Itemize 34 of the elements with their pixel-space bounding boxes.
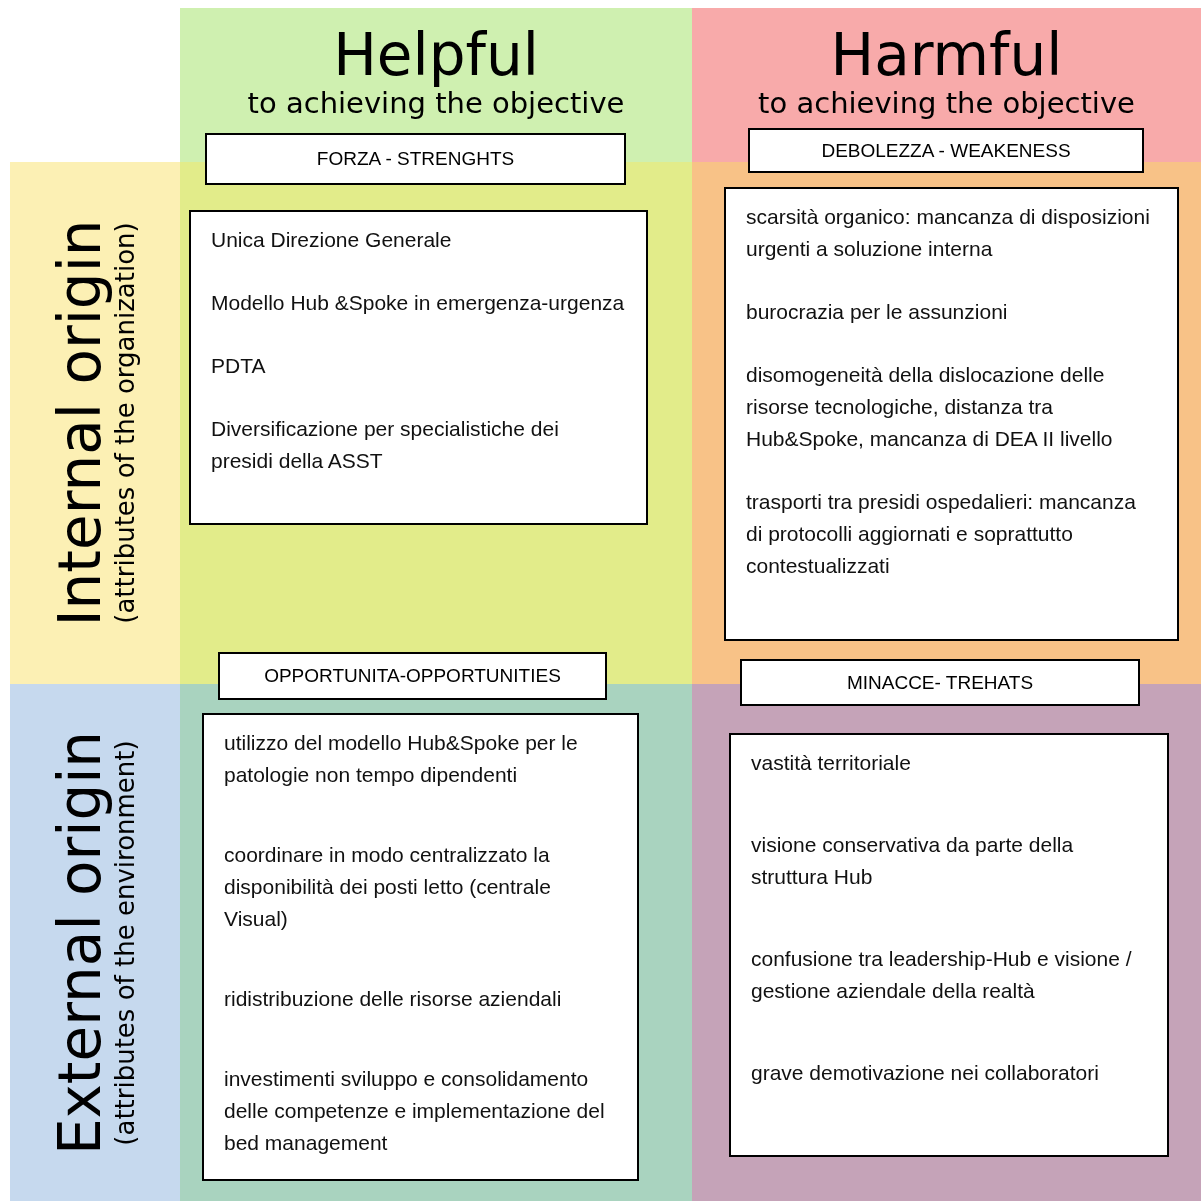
column-subheading: to achieving the objective: [247, 86, 625, 120]
list-item: Modello Hub &Spoke in emergenza-urgenza: [211, 290, 626, 316]
quadrant-title-box: FORZA - STRENGHTS: [205, 133, 626, 185]
quadrant-title-box: MINACCE- TREHATS: [740, 659, 1140, 706]
list-item: trasporti tra presidi ospedalieri: mancanza di protocolli aggiornati e soprattutto contestualizzati: [746, 489, 1137, 579]
list-item: burocrazia per le assunzioni: [746, 299, 1009, 325]
quadrant-text-box: [202, 713, 639, 1181]
quadrant-title-box: OPPORTUNITA-OPPORTUNITIES: [218, 652, 607, 700]
list-item: ridistribuzione delle risorse aziendali: [224, 986, 563, 1012]
list-item: confusione tra leadership-Hub e visione / gestione aziendale della realtà: [751, 946, 1133, 1004]
list-item: scarsità organico: mancanza di disposizioni urgenti a soluzione interna: [746, 204, 1151, 262]
list-item: visione conservativa da parte della struttura Hub: [751, 832, 1075, 890]
row-header-band: [10, 162, 180, 684]
column-heading: Helpful: [333, 24, 539, 86]
column-subheading: to achieving the objective: [758, 86, 1135, 120]
row-heading: Internal origin: [50, 219, 110, 627]
list-item: utilizzo del modello Hub&Spoke per le patologie non tempo dipendenti: [224, 730, 579, 788]
row-header-band: [10, 684, 180, 1201]
list-item: vastità territoriale: [751, 750, 912, 776]
list-item: disomogeneità della dislocazione delle risorse tecnologiche, distanza tra Hub&Spoke, mancanza di DEA II livello: [746, 362, 1114, 452]
list-item: PDTA: [211, 353, 267, 379]
quadrant-text-box: [729, 733, 1169, 1157]
list-item: Unica Direzione Generale: [211, 227, 453, 253]
row-heading: External origin: [50, 730, 110, 1155]
list-item: investimenti sviluppo e consolidamento delle competenze e implementazione del bed management: [224, 1066, 606, 1156]
column-header-band: [180, 8, 692, 127]
column-heading: Harmful: [830, 24, 1063, 86]
list-item: Diversificazione per specialistiche dei presidi della ASST: [211, 416, 560, 474]
quadrant-title-box: DEBOLEZZA - WEAKENESS: [748, 128, 1144, 173]
list-item: grave demotivazione nei collaboratori: [751, 1060, 1100, 1086]
list-item: coordinare in modo centralizzato la disponibilità dei posti letto (centrale Visual): [224, 842, 552, 932]
quadrant-text-box: [724, 187, 1179, 641]
quadrant-text-box: [189, 210, 648, 525]
column-header-band: [692, 8, 1201, 127]
